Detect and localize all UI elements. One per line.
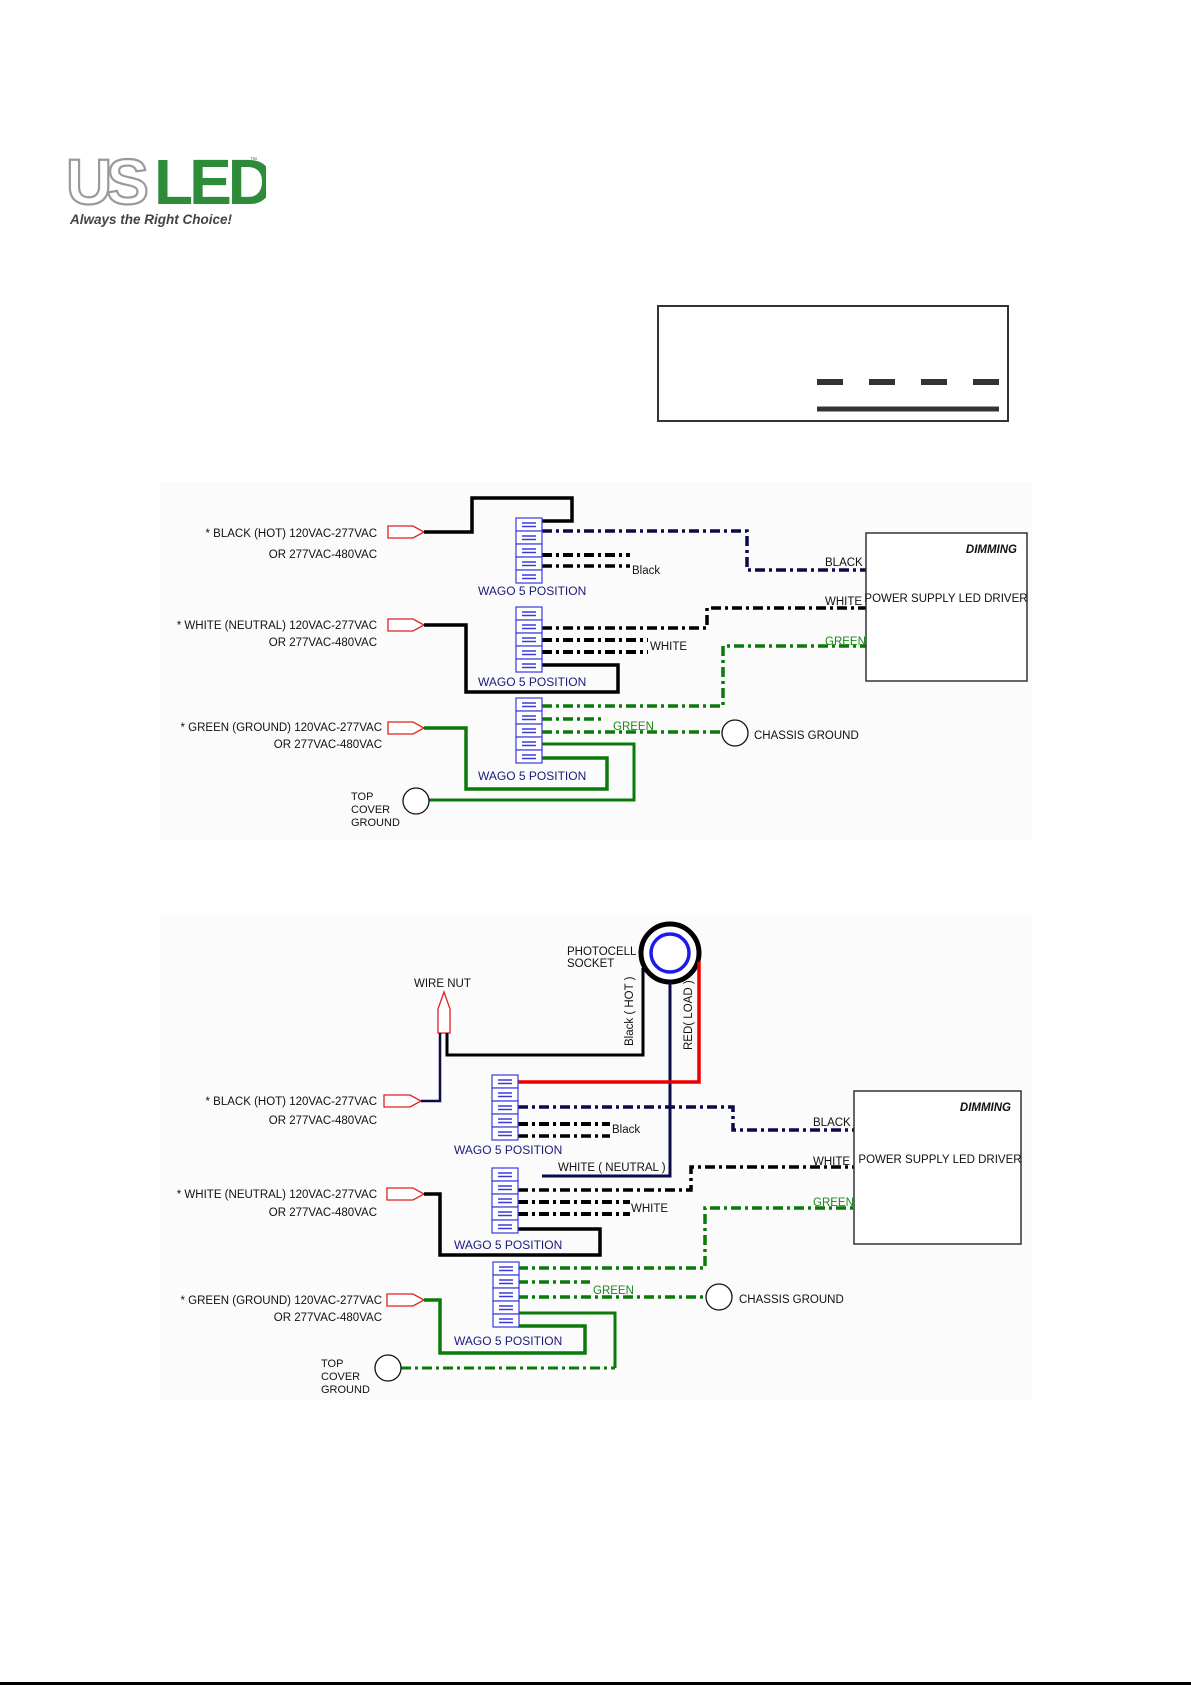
wago2-label-3: WAGO 5 POSITION (454, 1334, 562, 1348)
driver2-wire-label-black: BLACK (813, 1117, 851, 1129)
top-cover2-label-2: COVER (321, 1371, 360, 1383)
input-connector-black (387, 525, 426, 539)
wire-red-load (518, 962, 701, 1084)
input-connector-black-2 (383, 1094, 423, 1108)
wire-black-hot-input-2 (421, 1033, 442, 1103)
wire-green-ground-input-2 (424, 1298, 587, 1355)
tail2-label-white: WHITE (631, 1203, 668, 1215)
usled-logo: US LED ™ Always the Right Choice! (66, 150, 266, 230)
top-cover-label-1: TOP (351, 791, 373, 803)
logo-tagline: Always the Right Choice! (69, 212, 233, 227)
wago2-label-1: WAGO 5 POSITION (454, 1143, 562, 1157)
tail2-label-black: Black (612, 1124, 640, 1136)
wago2-block-black (491, 1074, 519, 1141)
top-cover2-label-1: TOP (321, 1358, 343, 1370)
wire-green-ground-input (424, 726, 609, 791)
input2-label-white-line1: * WHITE (NEUTRAL) 120VAC-277VAC (177, 1189, 377, 1201)
input2-label-black-line2: OR 277VAC-480VAC (269, 1115, 377, 1127)
chassis-ground-label-2: CHASSIS GROUND (739, 1294, 844, 1306)
tail-label-green: GREEN (613, 721, 654, 733)
top-cover-label-2: COVER (351, 804, 390, 816)
wire-legend-graphic (817, 379, 999, 412)
input-label-black-line2: OR 277VAC-480VAC (269, 549, 377, 561)
driver-dimming-label: DIMMING (966, 544, 1017, 556)
input2-label-green-line1: * GREEN (GROUND) 120VAC-277VAC (180, 1295, 382, 1307)
wire-green-to-driver (542, 644, 866, 708)
input-connector-green (387, 721, 426, 735)
input2-label-white-line2: OR 277VAC-480VAC (269, 1207, 377, 1219)
chassis-ground-terminal-2 (705, 1283, 733, 1311)
chassis-ground-label: CHASSIS GROUND (754, 730, 859, 742)
white-neutral-label: WHITE ( NEUTRAL ) (558, 1162, 666, 1174)
wire-black-to-driver (542, 529, 866, 572)
input-connector-white (387, 618, 426, 632)
input-label-white-line1: * WHITE (NEUTRAL) 120VAC-277VAC (177, 620, 377, 632)
wago-label-1: WAGO 5 POSITION (478, 584, 586, 598)
led-driver-box-2 (853, 1090, 1022, 1245)
wire2-white-to-driver (518, 1165, 854, 1192)
wire2-black-to-driver (518, 1105, 854, 1132)
wire-nut-label: WIRE NUT (414, 978, 471, 990)
led-driver-box (865, 532, 1028, 682)
input-connector-white-2 (386, 1187, 426, 1201)
usled-logo-graphic: US LED ™ Always the Right Choice! (66, 150, 266, 227)
logo-trademark: ™ (250, 157, 257, 164)
wire-black-hot-photocell (445, 968, 645, 1057)
black-hot-label: Black ( HOT ) (624, 976, 636, 1046)
red-load-label: RED( LOAD ) (683, 980, 695, 1050)
driver2-dimming-label: DIMMING (960, 1102, 1011, 1114)
input-label-green-line2: OR 277VAC-480VAC (274, 739, 382, 751)
driver2-wire-label-green: GREEN (813, 1197, 854, 1209)
photocell-label-1: PHOTOCELL (567, 946, 637, 958)
photocell-label-2: SOCKET (567, 958, 614, 970)
input-label-green-line1: * GREEN (GROUND) 120VAC-277VAC (180, 722, 382, 734)
wago2-block-white (491, 1167, 519, 1234)
wire-legend-box (657, 305, 1009, 422)
wire-white-neutral-input-2 (424, 1192, 602, 1257)
tail-label-white: WHITE (650, 641, 687, 653)
driver-wire-label-black: BLACK (825, 557, 863, 569)
tail-label-black: Black (632, 565, 660, 577)
top-cover-label-3: GROUND (351, 817, 400, 829)
input2-label-green-line2: OR 277VAC-480VAC (274, 1312, 382, 1324)
input-connector-green-2 (386, 1293, 426, 1307)
logo-led-text: LED (154, 150, 266, 218)
wago-label-2: WAGO 5 POSITION (478, 675, 586, 689)
wire-white-neutral-input (424, 623, 620, 694)
wire-white-to-driver (542, 606, 866, 630)
driver-wire-label-white: WHITE (825, 596, 862, 608)
driver2-wire-label-white: WHITE (813, 1156, 850, 1168)
input-label-black-line1: * BLACK (HOT) 120VAC-277VAC (206, 528, 378, 540)
wago2-label-2: WAGO 5 POSITION (454, 1238, 562, 1252)
wago2-block-green (492, 1261, 520, 1328)
wire-green-top-cover-2 (518, 1311, 617, 1368)
top-cover-ground-terminal (402, 787, 430, 815)
page-bottom-rule (0, 1682, 1191, 1685)
wago-label-3: WAGO 5 POSITION (478, 769, 586, 783)
top-cover2-label-3: GROUND (321, 1384, 370, 1396)
driver-title: POWER SUPPLY LED DRIVER (864, 593, 1027, 605)
chassis-ground-terminal (721, 719, 749, 747)
driver2-title: POWER SUPPLY LED DRIVER (858, 1154, 1021, 1166)
input-label-white-line2: OR 277VAC-480VAC (269, 637, 377, 649)
wire-black-hot-input (424, 496, 574, 534)
input2-label-black-line1: * BLACK (HOT) 120VAC-277VAC (206, 1096, 378, 1108)
wire-nut-icon (437, 990, 451, 1034)
driver-wire-label-green: GREEN (825, 636, 866, 648)
top-cover-ground-terminal-2 (374, 1354, 402, 1382)
wire-white-neutral-photocell (542, 982, 672, 1178)
photocell-socket-inner (649, 932, 691, 974)
logo-us-text: US (66, 150, 147, 218)
tail2-label-green: GREEN (593, 1285, 634, 1297)
wire2-green-to-driver (518, 1206, 854, 1270)
